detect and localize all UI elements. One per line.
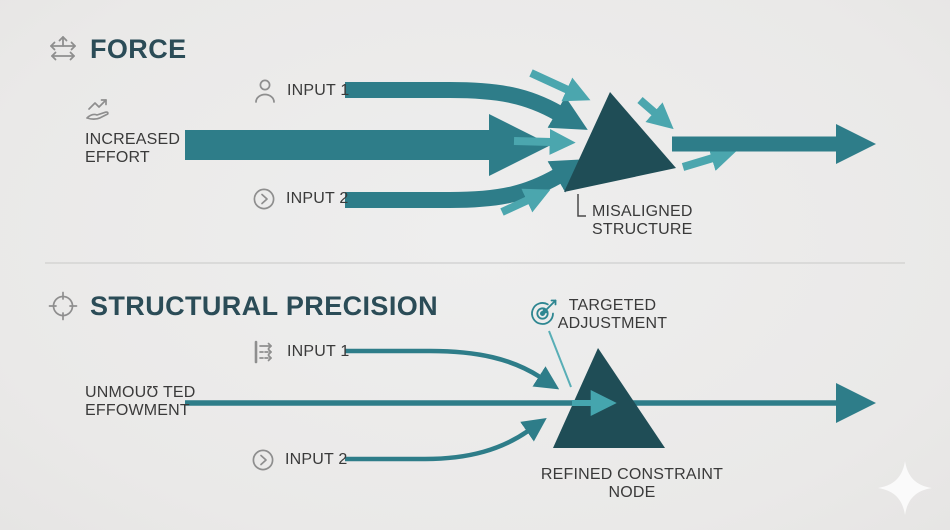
bottom-input2-curve-arrow xyxy=(345,418,547,462)
unmounted-effort-label: UNMOUƱ TED EFFOWMENT xyxy=(85,384,196,419)
bottom-input1-label-group: INPUT 1 xyxy=(251,339,349,365)
misaligned-structure-node xyxy=(564,92,676,192)
top-input1-label: INPUT 1 xyxy=(287,81,350,99)
crosshair-icon xyxy=(47,290,79,322)
top-small-arrow-3 xyxy=(513,128,576,155)
top-input1-band-arrow xyxy=(345,82,588,130)
top-input1-label-group: INPUT 1 xyxy=(253,77,349,104)
top-input2-label-group: INPUT 2 xyxy=(252,187,348,211)
top-small-arrow-5 xyxy=(681,145,737,171)
bottom-input2-label: INPUT 2 xyxy=(285,451,348,469)
chevron-circle-icon xyxy=(252,187,276,211)
bottom-input2-label-group: INPUT 2 xyxy=(251,448,347,472)
increased-effort-label: INCREASED EFFORT xyxy=(85,131,181,166)
chevron-circle-icon xyxy=(251,448,275,472)
top-small-arrow-4 xyxy=(500,188,551,216)
sparkle-icon xyxy=(878,461,932,515)
top-small-arrow-2 xyxy=(637,96,674,130)
top-input2-band-arrow xyxy=(345,159,588,208)
refined-constraint-node-label: REFINED CONSTRAINT NODE xyxy=(540,466,724,501)
move-arrows-icon xyxy=(47,33,79,65)
top-small-arrow-1 xyxy=(529,69,591,102)
top-section-header: FORCE xyxy=(47,33,187,65)
targeted-adjustment-label: TARGETED ADJUSTMENT xyxy=(557,297,668,332)
top-section-title: FORCE xyxy=(90,33,187,64)
bottom-section-title: STRUCTURAL PRECISION xyxy=(90,290,439,321)
refined-constraint-node xyxy=(553,348,665,448)
person-icon xyxy=(253,77,277,104)
target-arrow-icon xyxy=(527,298,558,329)
misaligned-structure-label: MISALIGNED STRUCTURE xyxy=(592,203,693,238)
top-input2-label: INPUT 2 xyxy=(286,190,349,208)
hand-growth-icon xyxy=(83,96,113,126)
flow-align-icon xyxy=(251,339,277,365)
bottom-section-header: STRUCTURAL PRECISION xyxy=(47,290,438,322)
bottom-input1-curve-arrow xyxy=(345,348,560,390)
targeted-adjustment-pointer-line xyxy=(548,330,572,388)
bottom-input1-label: INPUT 1 xyxy=(287,343,350,361)
misaligned-connector-line xyxy=(577,194,586,217)
